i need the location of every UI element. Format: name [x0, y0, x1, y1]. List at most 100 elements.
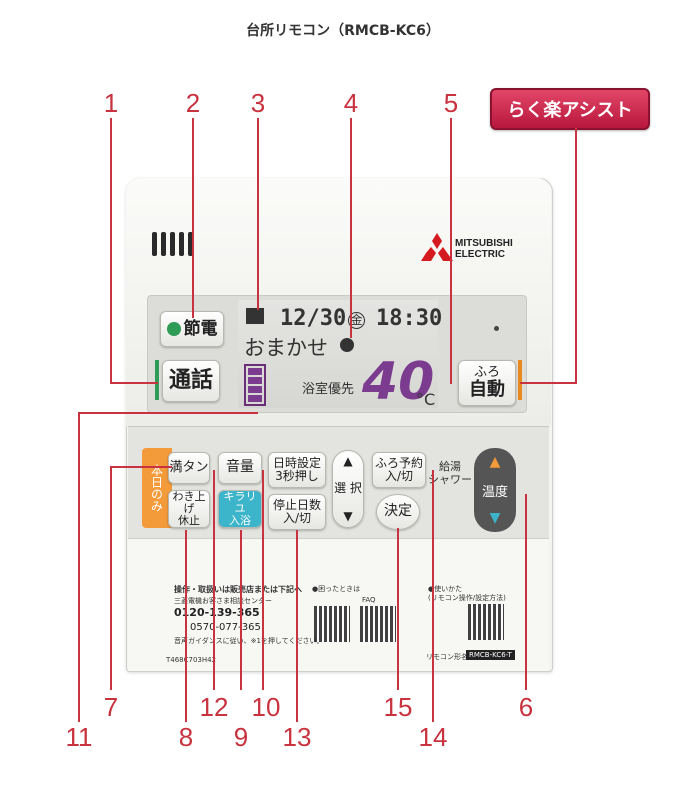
raku-assist-badge: らく楽アシスト	[490, 88, 650, 130]
callout-number: 15	[383, 692, 413, 722]
furo-yoyaku-label-1: ふろ予約	[374, 455, 423, 470]
leader-line-7	[110, 466, 172, 468]
nichiji-label-2: 3秒押し	[275, 469, 319, 483]
kirari-nyuyoku-button[interactable]: キラリユ 入浴	[218, 490, 262, 528]
nichiji-settei-button[interactable]: 日時設定 3秒押し	[268, 452, 326, 488]
callout-number: 2	[185, 88, 201, 118]
leader-line-15	[397, 528, 399, 690]
furo-yoyaku-label-2: 入/切	[384, 469, 414, 483]
chevron-down-icon[interactable]: ▼	[343, 508, 353, 523]
lcd-priority: 浴室優先	[302, 382, 355, 397]
cover-part-number: T468C703H42	[166, 656, 217, 664]
leader-line-7	[110, 466, 112, 690]
wakiage-label-1: わき上げ	[172, 489, 206, 515]
lcd-mode: おまかせ	[244, 336, 328, 360]
clock-status-icon	[246, 308, 264, 324]
honjitsu-nomi-label: 本日のみ	[142, 448, 172, 528]
kirari-label-1: キラリユ	[223, 489, 257, 515]
wakiage-label-2: 休止	[178, 514, 200, 528]
chevron-down-icon[interactable]: ▼	[489, 510, 501, 526]
onryo-button[interactable]: 音量	[218, 452, 262, 484]
leader-line-8	[185, 530, 187, 722]
eco-leaf-icon	[166, 322, 181, 336]
furo-yoyaku-button[interactable]: ふろ予約 入/切	[372, 452, 426, 488]
page-title: 台所リモコン（RMCB-KC6）	[246, 23, 440, 39]
callout-number: 1	[103, 88, 119, 118]
callout-number: 11	[65, 722, 93, 752]
mantan-button[interactable]: 満タン	[168, 452, 210, 484]
callout-number: 9	[233, 722, 249, 752]
brand-line2: ELECTRIC	[455, 249, 505, 260]
brand-name: MITSUBISHI ELECTRIC	[455, 238, 513, 260]
lcd-date: 12/30	[280, 306, 347, 331]
cover-faq: FAQ	[362, 596, 376, 604]
lcd-screen	[238, 300, 438, 408]
lcd-temp-unit: °C	[416, 390, 436, 409]
teishi-nissu-button[interactable]: 停止日数 入/切	[268, 494, 326, 530]
callout-number: 8	[178, 722, 194, 752]
teishi-label-2: 入/切	[282, 511, 312, 525]
hot-water-level-icon	[244, 364, 266, 406]
leader-line-10	[262, 470, 264, 690]
wakiage-kyushi-button[interactable]: わき上げ 休止	[168, 490, 210, 528]
callout-number: 14	[418, 722, 448, 752]
furo-jido-label-2: 自動	[469, 379, 505, 401]
callout-number: 13	[282, 722, 312, 752]
leader-line-5	[450, 118, 452, 384]
kyuto-label-1: 給湯	[439, 460, 461, 473]
leader-line-1	[110, 118, 112, 384]
nichiji-label-1: 日時設定	[272, 455, 321, 470]
leader-line-11	[78, 412, 258, 414]
cover-phone2: 0570-077-365	[190, 622, 261, 633]
lcd-temperature: 40	[362, 352, 435, 412]
tsuwa-indicator	[155, 360, 159, 400]
cover-guidance: 音声ガイダンスに従い、※1を押してください。	[174, 637, 324, 645]
cover-model-label: リモコン形名	[426, 653, 468, 661]
mitsubishi-logo-icon	[421, 233, 453, 261]
leader-line-12	[213, 470, 215, 690]
callout-number: 7	[103, 692, 119, 722]
furo-jido-button[interactable]: ふろ 自動	[458, 360, 516, 406]
cover-usage-2: (リモコン操作/設定方法)	[428, 594, 506, 602]
cover-phone1: 0120-139-365	[174, 606, 260, 619]
furo-jido-indicator	[518, 360, 522, 400]
callout-number: 6	[518, 692, 534, 722]
chevron-up-icon[interactable]: ▲	[343, 454, 353, 468]
kirari-label-2: 入浴	[229, 514, 251, 528]
qr-code-icon	[360, 606, 396, 642]
teishi-label-1: 停止日数	[272, 497, 321, 512]
leader-line-6	[525, 494, 527, 690]
brand-line1: MITSUBISHI	[455, 238, 513, 249]
ondo-rocker[interactable]: ▲ 温度 ▼	[474, 448, 516, 532]
callout-number: 4	[343, 88, 359, 118]
lcd-time: 18:30	[376, 306, 443, 331]
cover-center: 三菱電機お客さま相談センター	[174, 597, 272, 605]
eco-indicator-icon	[340, 338, 354, 352]
leader-line-14	[432, 470, 434, 722]
cover-model: RMCB-KC6-T	[466, 650, 515, 660]
callout-number: 12	[199, 692, 229, 722]
leader-line-1	[110, 382, 158, 384]
leader-line-9	[240, 530, 242, 690]
sentaku-rocker[interactable]: ▲ 選 択 ▼	[332, 450, 364, 528]
kyuto-label-2: シャワー	[428, 473, 472, 487]
sensor-dot-icon	[494, 326, 499, 331]
leader-line-4	[350, 118, 352, 338]
furo-jido-label-1: ふろ	[473, 364, 500, 380]
qr-code-icon	[314, 606, 350, 642]
leader-line-3	[257, 118, 259, 310]
tsuwa-button[interactable]: 通話	[162, 360, 220, 402]
kettei-button[interactable]: 決定	[376, 494, 420, 530]
callout-number: 3	[250, 88, 266, 118]
chevron-up-icon[interactable]: ▲	[489, 454, 501, 470]
leader-line-badge	[575, 128, 577, 384]
leader-line-2	[192, 118, 194, 318]
cover-trouble: ●困ったときは	[312, 585, 361, 593]
speaker-grille-icon	[152, 232, 193, 256]
cover-usage-1: ●使いかた	[428, 585, 463, 593]
leader-line-13	[296, 530, 298, 722]
setsuden-label: 節電	[183, 318, 218, 339]
sentaku-label: 選 択	[334, 481, 362, 496]
leader-line-11	[78, 412, 80, 722]
lcd-weekday: 金	[348, 312, 365, 329]
